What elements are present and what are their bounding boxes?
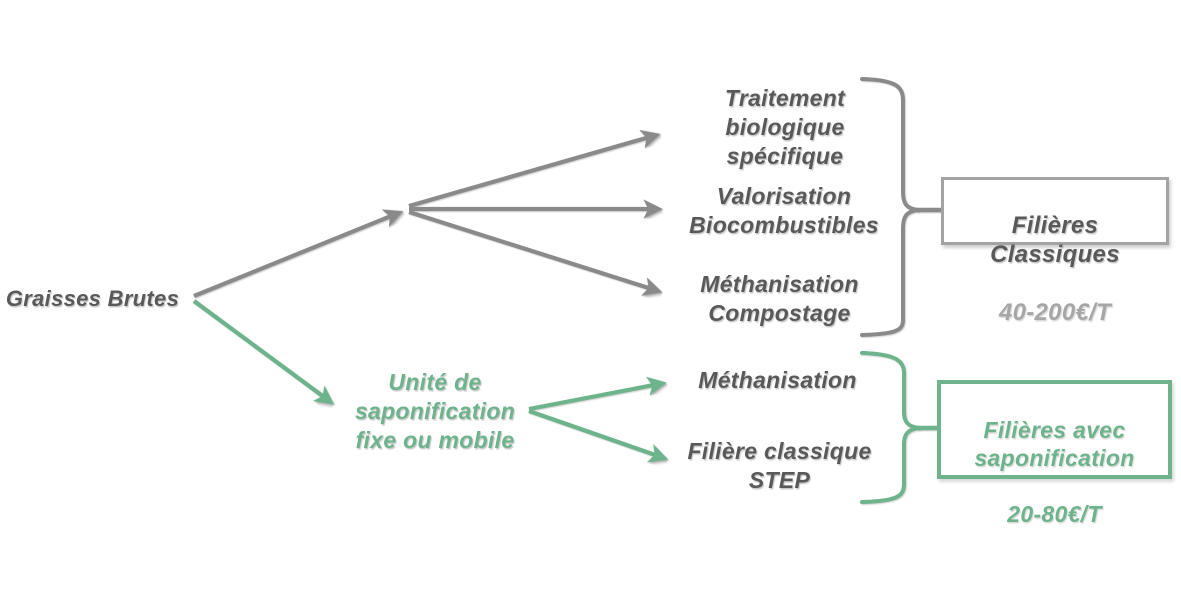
arrow-to-filiere-step [528,409,669,463]
classic-filieres-box: Filières Classiques 40-200€/T [941,177,1169,326]
classic-option-methanisation-compostage: Méthanisation Compostage [700,271,859,326]
saponification-unit-node: Unité de saponification fixe ou mobile [354,369,516,453]
saponification-filieres-box-price: 20-80€/T [1007,501,1102,527]
saponification-option-filiere-classique-step: Filière classique STEP [687,438,872,493]
saponification-filieres-box-title: Filières avec saponification [974,417,1135,471]
arrow-root-to-classic-branch [193,209,404,298]
arrow-to-methanisation [528,376,667,412]
arrow-root-to-saponification [192,299,335,405]
arrow-to-methanisation-compostage [408,209,663,296]
classic-filieres-box-price: 40-200€/T [998,299,1112,326]
classic-option-valorisation-biocombustibles: Valorisation Biocombustibles [689,183,879,238]
saponification-option-methanisation: Méthanisation [698,367,857,393]
root-node-graisses-brutes: Graisses Brutes [5,286,180,311]
classic-option-traitement-biologique: Traitement biologique spécifique [724,85,846,169]
arrow-to-traitement-biologique [408,129,661,209]
saponification-filieres-box: Filières avec saponification 20-80€/T [937,380,1172,527]
classic-filieres-box-title: Filières Classiques [990,212,1120,268]
